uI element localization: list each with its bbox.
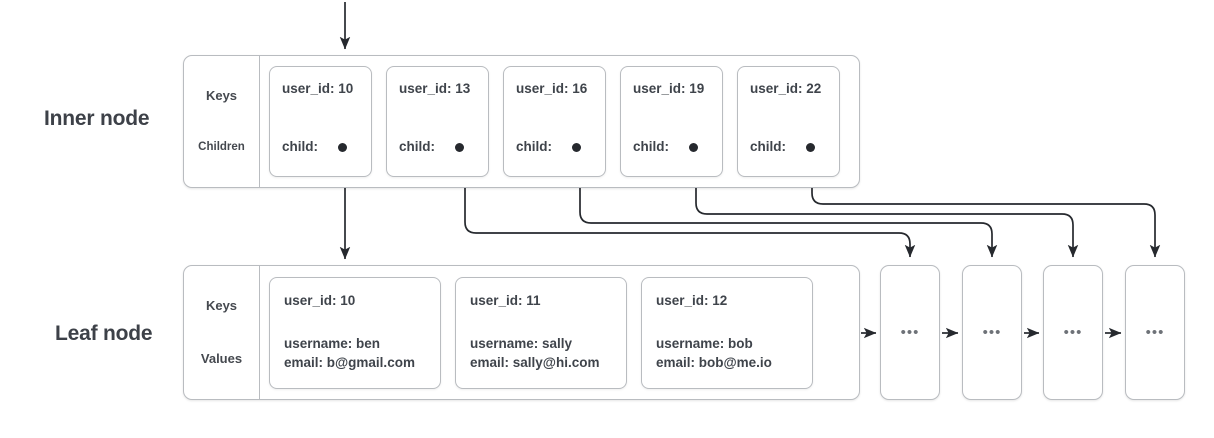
- child-pointer-dot-icon: [338, 143, 347, 152]
- inner-node-cell[interactable]: user_id: 16 child:: [503, 66, 606, 177]
- leaf-node: Keys Values user_id: 10 username: ben em…: [183, 265, 860, 400]
- inner-node-cell[interactable]: user_id: 13 child:: [386, 66, 489, 177]
- leaf-cell-key: user_id: 11: [470, 292, 541, 308]
- inner-cell-key: user_id: 16: [516, 81, 588, 96]
- ellipsis-icon: •••: [900, 324, 920, 341]
- leaf-values-label: Values: [200, 350, 243, 366]
- inner-node-gutter: Keys Children: [184, 56, 260, 187]
- inner-cell-child-label: child:: [750, 139, 786, 154]
- leaf-node-gutter: Keys Values: [184, 266, 260, 399]
- leaf-node-cells: user_id: 10 username: ben email: b@gmail…: [260, 266, 859, 399]
- inner-cell-key: user_id: 10: [282, 81, 354, 96]
- leaf-cell-username: username: sally: [470, 335, 573, 351]
- inner-cell-child-label: child:: [516, 139, 552, 154]
- leaf-cell-values: username: sally email: sally@hi.com: [470, 334, 599, 373]
- leaf-cell-key: user_id: 12: [656, 292, 728, 308]
- inner-node-cell[interactable]: user_id: 22 child:: [737, 66, 840, 177]
- ellipsis-icon: •••: [1145, 324, 1165, 341]
- child-pointer-dot-icon: [455, 143, 464, 152]
- inner-children-label: Children: [198, 140, 245, 153]
- sibling-leaf-node[interactable]: •••: [1043, 265, 1103, 400]
- leaf-node-cell[interactable]: user_id: 12 username: bob email: bob@me.…: [641, 276, 813, 389]
- inner-keys-label: Keys: [205, 88, 238, 104]
- leaf-cell-values: username: ben email: b@gmail.com: [284, 334, 415, 373]
- leaf-keys-label: Keys: [205, 298, 238, 314]
- child-pointer-dot-icon: [689, 143, 698, 152]
- inner-cell-key: user_id: 19: [633, 81, 705, 96]
- inner-cell-child-label: child:: [282, 139, 318, 154]
- inner-node-label: Inner node: [44, 107, 150, 130]
- leaf-cell-email: email: b@gmail.com: [284, 355, 415, 371]
- sibling-leaf-node[interactable]: •••: [962, 265, 1022, 400]
- leaf-cell-values: username: bob email: bob@me.io: [656, 334, 772, 373]
- sibling-leaf-node[interactable]: •••: [1125, 265, 1185, 400]
- leaf-cell-username: username: bob: [656, 335, 753, 351]
- sibling-leaf-node[interactable]: •••: [880, 265, 940, 400]
- leaf-node-cell[interactable]: user_id: 11 username: sally email: sally…: [455, 276, 627, 389]
- child-pointer-dot-icon: [806, 143, 815, 152]
- inner-node-cell[interactable]: user_id: 10 child:: [269, 66, 372, 177]
- inner-cell-key: user_id: 13: [399, 81, 471, 96]
- leaf-cell-key: user_id: 10: [284, 292, 356, 308]
- child-pointer-dot-icon: [572, 143, 581, 152]
- ellipsis-icon: •••: [982, 324, 1002, 341]
- leaf-node-label: Leaf node: [55, 322, 153, 345]
- ellipsis-icon: •••: [1063, 324, 1083, 341]
- leaf-cell-email: email: sally@hi.com: [470, 355, 600, 371]
- inner-cell-child-label: child:: [399, 139, 435, 154]
- leaf-cell-email: email: bob@me.io: [656, 355, 772, 371]
- child-connector-5: [811, 143, 1161, 258]
- inner-cell-key: user_id: 22: [750, 81, 822, 96]
- inner-node-cell[interactable]: user_id: 19 child:: [620, 66, 723, 177]
- inner-cell-child-label: child:: [633, 139, 669, 154]
- leaf-node-cell[interactable]: user_id: 10 username: ben email: b@gmail…: [269, 276, 441, 389]
- inner-node-cells: user_id: 10 child: user_id: 13 child: us…: [260, 56, 859, 187]
- leaf-cell-username: username: ben: [284, 335, 381, 351]
- inner-node: Keys Children user_id: 10 child: user_id…: [183, 55, 860, 188]
